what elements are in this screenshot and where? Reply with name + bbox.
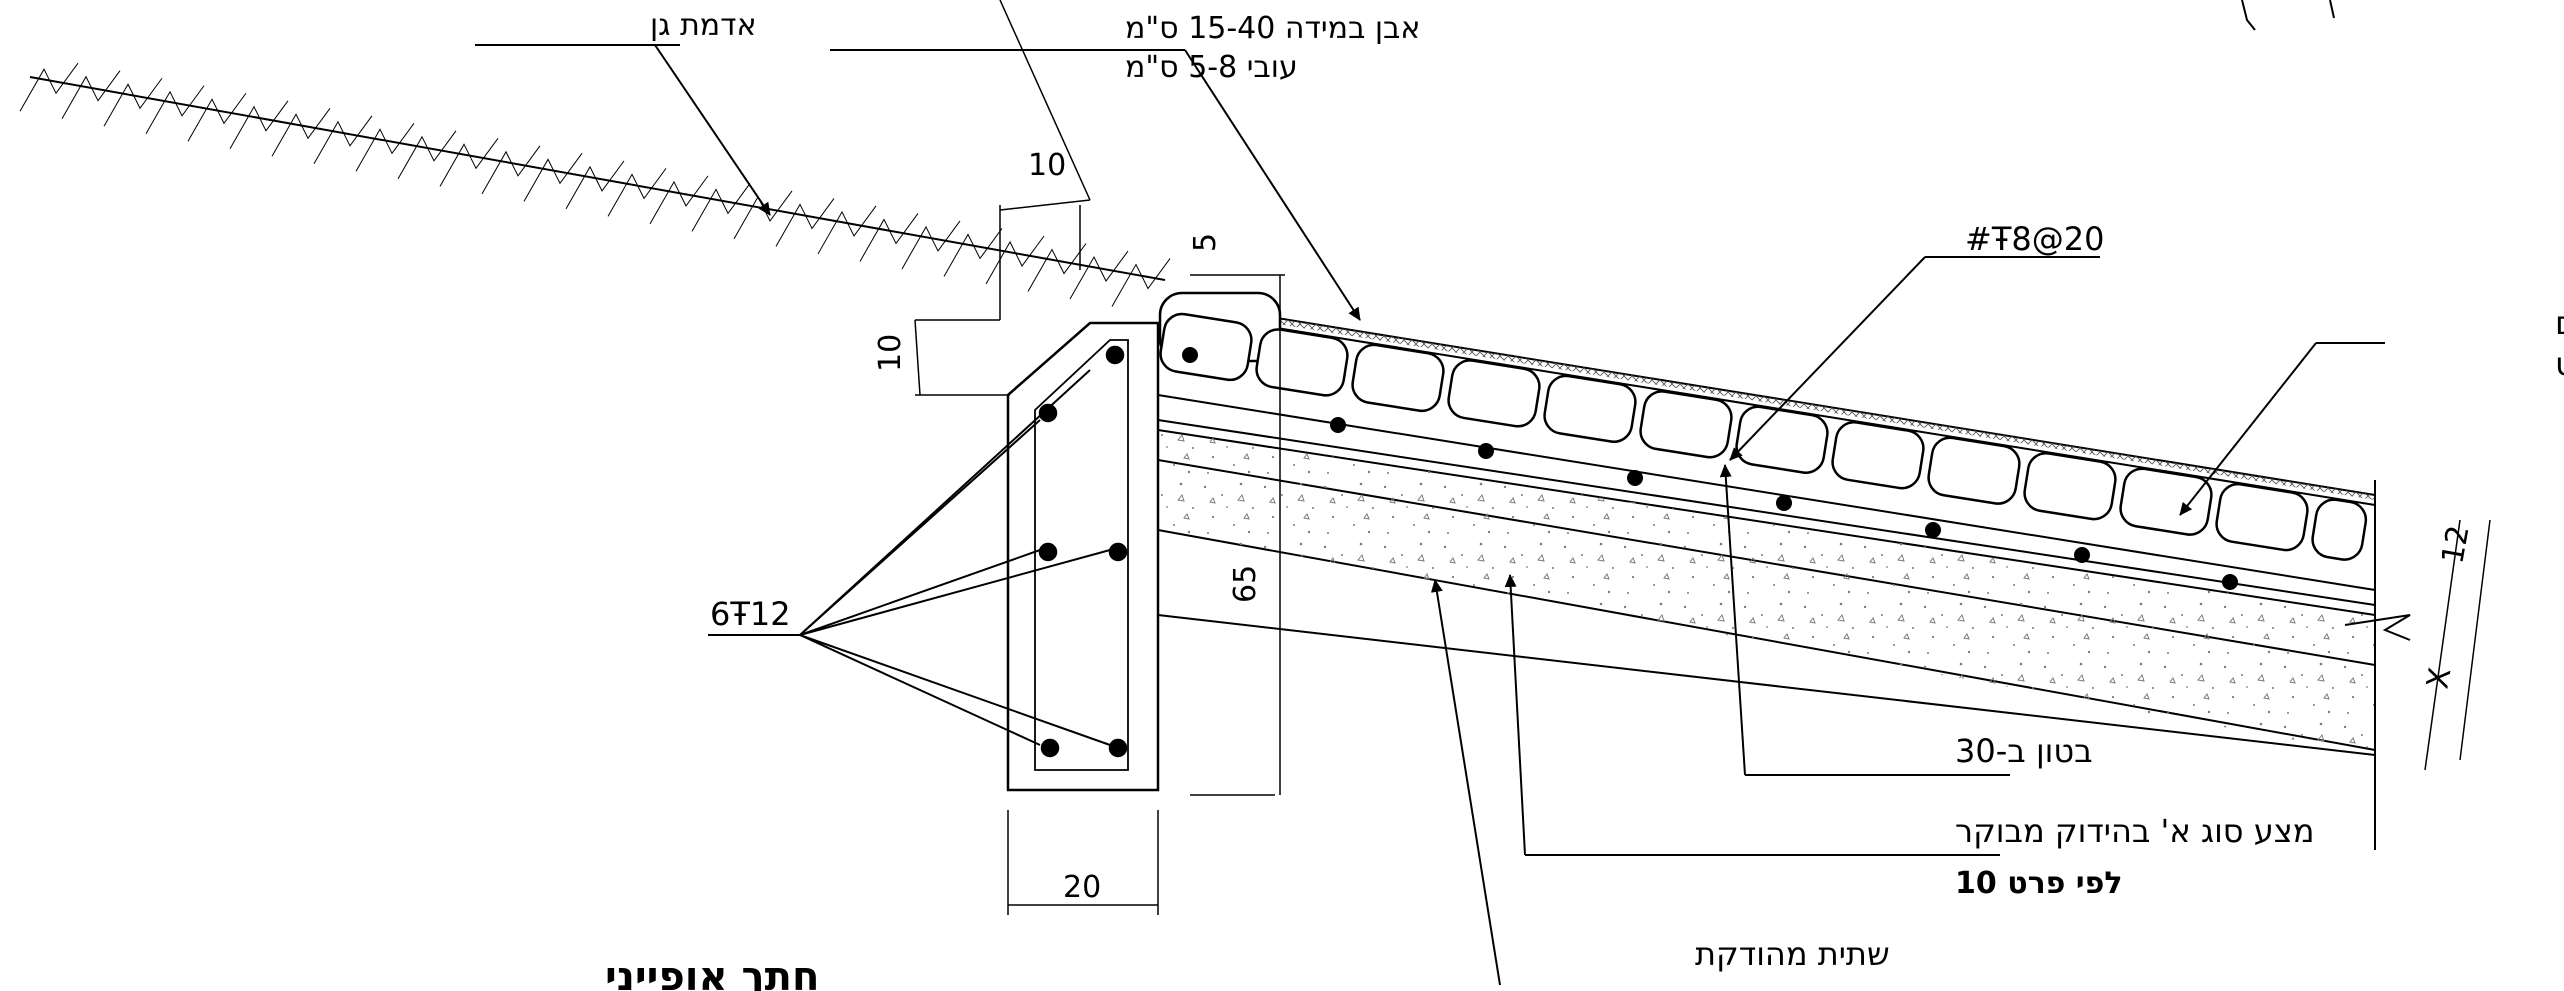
dimension-lines: [914, 0, 2491, 915]
soil-hatch-stroke: [19, 62, 79, 112]
beam-rebar: [1038, 403, 1058, 423]
soil-hatch-stroke: [1027, 243, 1087, 292]
soil-hatch-stroke: [775, 198, 835, 247]
beam-rebar: [1038, 542, 1058, 562]
soil-hatch-stroke: [733, 190, 793, 240]
soil-hatch-stroke: [271, 107, 331, 157]
paving-stone: [2311, 498, 2368, 561]
joint-fill-label-line2: בטיט צמנט: [2555, 345, 2564, 383]
partial-figure: [2241, 0, 2335, 31]
soil-hatch: [19, 62, 1171, 307]
soil-hatch-stroke: [1111, 258, 1171, 307]
subbase-label-line1: מצע סוג א' בהידוק מבוקר: [1955, 812, 2314, 850]
slab-rebar: [1182, 347, 1198, 363]
dim-slab-thickness: 12: [2435, 523, 2476, 567]
slab-rebar: [1330, 417, 1346, 433]
soil-hatch-stroke: [439, 138, 499, 187]
soil-hatch-stroke: [397, 130, 457, 180]
concrete-label: בטון ב-30: [1955, 732, 2093, 770]
soil-hatch-stroke: [649, 175, 709, 225]
stone-label-line1: אבן במידה 15-40 ס"מ: [1125, 11, 1420, 46]
concrete-layer: [1158, 430, 2375, 665]
paving-stone: [1543, 374, 1637, 444]
soil-hatch-stroke: [817, 205, 877, 255]
paving-stone: [1447, 359, 1541, 428]
compacted-bed-label: שתית מהודקת: [1695, 935, 1890, 973]
dim-chamfer: 10: [873, 334, 908, 372]
beam-rebar: [1108, 738, 1128, 758]
soil-hatch-stroke: [901, 220, 961, 270]
subbase-label-line2: לפי פרט 10: [1955, 866, 2123, 901]
slab-rebar: [1478, 443, 1494, 459]
paving-stone: [1255, 328, 1349, 397]
joint-fill-label-line1: מילוי מישקים: [2555, 304, 2564, 342]
paving-stone: [1735, 405, 1829, 474]
slab-rebar: [1925, 522, 1941, 538]
soil-hatch-stroke: [859, 213, 919, 262]
soil-hatch-stroke: [229, 100, 289, 150]
leader-lines: [475, 44, 2385, 986]
soil-hatch-stroke: [985, 235, 1045, 285]
beam-rebar: [1108, 542, 1128, 562]
paving-stone: [1351, 343, 1445, 413]
soil-hatch-stroke: [355, 123, 415, 172]
soil-hatch-stroke: [1069, 250, 1129, 300]
soil-hatch-stroke: [691, 183, 751, 232]
slab-rebar: [2222, 574, 2238, 590]
soil-hatch-stroke: [187, 92, 247, 142]
soil-hatch-stroke: [103, 77, 163, 127]
soil-hatch-stroke: [61, 70, 121, 119]
slab-rebar: [2074, 547, 2090, 563]
rebar-mesh-label: #Ŧ8@20: [1965, 220, 2104, 258]
paving-stone: [2119, 467, 2213, 536]
soil-hatch-stroke: [523, 153, 583, 202]
break-line: [2344, 480, 2411, 850]
beam-rebar-label: 6Ŧ12: [710, 595, 791, 633]
soil-hatch-stroke: [607, 168, 667, 217]
slab-rebar-row: [1182, 347, 2238, 590]
dim-stone-gap: 5: [1188, 233, 1223, 252]
slab-rebar: [1776, 495, 1792, 511]
dim-beam-top: 10: [1028, 148, 1066, 183]
soil-hatch-stroke: [565, 160, 625, 210]
soil-hatch-stroke: [481, 145, 541, 195]
subbase-layer: [1158, 460, 2375, 755]
soil-hatch-stroke: [313, 115, 373, 165]
paving-stone: [1927, 436, 2021, 505]
beam-rebar: [1040, 738, 1060, 758]
slab-rebar: [1627, 470, 1643, 486]
paving-stone: [1831, 421, 1925, 490]
edge-beam: [1006, 321, 1160, 792]
beam-rebar: [1105, 345, 1125, 365]
soil-hatch-stroke: [145, 85, 205, 134]
stone-label-line2: עובי 5-8 ס"מ: [1125, 50, 1298, 85]
topsoil-label: אדמת גן: [650, 8, 757, 43]
paving-stone: [2215, 482, 2309, 552]
paving-stone: [1639, 390, 1733, 459]
dim-beam-width: 20: [1063, 870, 1101, 905]
dim-beam-height: 65: [1228, 565, 1263, 603]
dim-subbase-thickness: X: [2420, 665, 2458, 691]
paving-stone: [1159, 312, 1253, 382]
section-title: חתך אופייני: [605, 954, 819, 991]
soil-hatch-stroke: [943, 228, 1003, 277]
paving-stone: [2023, 451, 2117, 521]
